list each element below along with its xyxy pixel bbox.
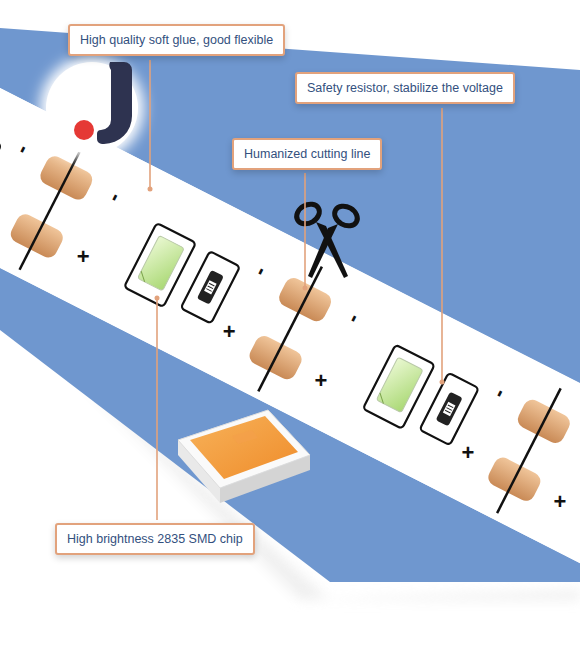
polarity-mark: + [223, 321, 236, 343]
callout-box: Humanized cutting line [232, 138, 382, 170]
callout-box: High brightness 2835 SMD chip [55, 523, 255, 555]
callout-box: Safety resistor, stabilize the voltage [295, 72, 515, 104]
smd-chip-2835 [178, 410, 310, 503]
scissors-icon [293, 200, 361, 278]
callout-text: Safety resistor, stabilize the voltage [307, 80, 503, 96]
callout-text: High quality soft glue, good flexible [80, 32, 273, 48]
leader-lines [148, 60, 445, 520]
polarity-mark: + [315, 370, 328, 392]
callout-box: High quality soft glue, good flexible [68, 24, 285, 56]
polarity-mark: + [553, 491, 566, 513]
polarity-mark: + [462, 442, 475, 464]
callout-text: Humanized cutting line [244, 146, 370, 162]
polarity-mark: + [77, 246, 90, 268]
callout-text: High brightness 2835 SMD chip [67, 531, 243, 547]
brand-logo [40, 56, 144, 160]
